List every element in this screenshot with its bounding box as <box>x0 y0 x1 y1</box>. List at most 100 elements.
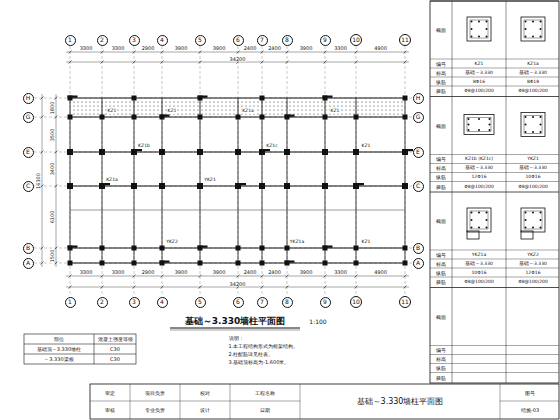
column-section <box>354 115 359 120</box>
column-section <box>197 149 203 155</box>
rebar-dot <box>532 21 534 23</box>
rebar-dot <box>471 21 473 23</box>
axis-label: 7 <box>260 299 264 305</box>
axis-bubble: E <box>413 147 424 158</box>
column-section <box>235 149 241 155</box>
table-cell: Φ8@100/200 <box>464 280 495 285</box>
axis-bubble: 3 <box>129 297 140 308</box>
axis-label: 4 <box>160 37 164 43</box>
table-cell: 箍筋 <box>436 280 447 285</box>
column-section <box>132 96 137 101</box>
dimension-lines <box>41 51 410 289</box>
dimension: 3900 <box>299 46 313 51</box>
axis-bubble: 11 <box>399 296 411 308</box>
dimension-tick <box>199 51 202 54</box>
axis-line <box>262 46 263 296</box>
dimension: 34200 <box>229 282 246 287</box>
axis-bubble: A <box>413 258 424 269</box>
note: 说明： <box>228 336 244 341</box>
axis-line <box>405 46 406 296</box>
column-section <box>322 183 328 189</box>
table-cell: 编号 <box>436 252 447 257</box>
table-cell: 箍筋 <box>436 89 447 94</box>
axis-label: H <box>26 95 31 101</box>
table-cell: C30 <box>110 347 121 352</box>
axis-bubble: C <box>23 181 34 192</box>
rebar-dot <box>532 36 534 38</box>
rebar-dot <box>468 118 470 120</box>
rebar-dot <box>540 124 542 126</box>
dimension-tick <box>133 51 136 54</box>
rebar-dot <box>525 219 527 221</box>
rebar-dot <box>478 118 480 120</box>
column-section <box>99 183 110 185</box>
title-block-cell: 项目负责 <box>145 391 166 396</box>
column-tag: KZ1 <box>361 240 371 245</box>
rebar-dot <box>540 21 542 23</box>
dimension-tick <box>133 275 136 278</box>
dimension: 2900 <box>141 46 155 51</box>
dimension-tick <box>324 61 327 64</box>
rebar-dot <box>471 36 473 38</box>
dimension-tick <box>261 51 264 54</box>
rebar-dot <box>468 129 470 131</box>
column-tag: KZ1 <box>361 144 371 149</box>
table-cell: 混凝土强度等级 <box>97 337 133 342</box>
note: 2.柱配筋详见柱表。 <box>228 352 274 357</box>
column-section <box>236 246 241 251</box>
rebar-dot <box>525 131 527 133</box>
rebar-dot <box>478 227 480 229</box>
table-frame <box>430 1 559 383</box>
drawing-line <box>430 59 559 60</box>
dimension: 1800 <box>50 101 55 115</box>
column-section-detail <box>521 113 545 137</box>
dimension-line <box>66 52 409 53</box>
dimension-tick <box>199 275 202 278</box>
dimension: 3400 <box>50 162 55 176</box>
rebar-dot <box>471 219 473 221</box>
title-block-cell: 专业负责 <box>145 408 166 413</box>
axis-bubble: H <box>413 93 424 104</box>
dimension-tick <box>55 116 58 119</box>
dimension-tick <box>69 61 72 64</box>
beam-line <box>70 98 71 263</box>
drawing-line <box>430 268 559 269</box>
table-cell: Φ8@100/200 <box>518 89 549 94</box>
stirrup <box>524 211 542 229</box>
column-section <box>284 183 290 189</box>
drawing-line <box>180 384 181 419</box>
column-section <box>235 183 246 185</box>
rebar-dot <box>486 219 488 221</box>
drawing-line <box>90 401 300 402</box>
dimension-tick <box>355 275 358 278</box>
table-cell: 箍筋 <box>436 375 447 380</box>
table-cell: 部位 <box>54 337 65 342</box>
dimension: 3300 <box>334 46 348 51</box>
dimension-tick <box>237 275 240 278</box>
drawing-line <box>452 1 453 97</box>
column-section <box>354 261 359 266</box>
dimension-tick <box>41 185 44 188</box>
dimension-tick <box>161 286 164 289</box>
column-section-detail <box>521 231 533 239</box>
table-cell: 纵筋 <box>436 79 447 84</box>
rebar-dot <box>486 227 488 229</box>
dimension: 2400 <box>243 270 257 275</box>
axis-label: 11 <box>401 37 409 43</box>
column-section <box>260 115 265 120</box>
axis-label: 3 <box>132 37 136 43</box>
columns <box>67 96 413 266</box>
drawing-line <box>430 68 559 69</box>
rebar-dot <box>471 227 473 229</box>
dimension: 3300 <box>79 270 93 275</box>
drawing-line <box>506 288 507 384</box>
column-section <box>285 246 290 251</box>
axis-line <box>34 98 412 99</box>
column-section-detail <box>467 17 491 41</box>
axis-label: 10 <box>352 299 360 305</box>
axis-label: 5 <box>198 37 202 43</box>
table-cell: 截面 <box>436 28 447 33</box>
column-section <box>132 261 137 266</box>
dimension-tick <box>55 262 58 265</box>
axis-bubble: 8 <box>282 35 293 46</box>
